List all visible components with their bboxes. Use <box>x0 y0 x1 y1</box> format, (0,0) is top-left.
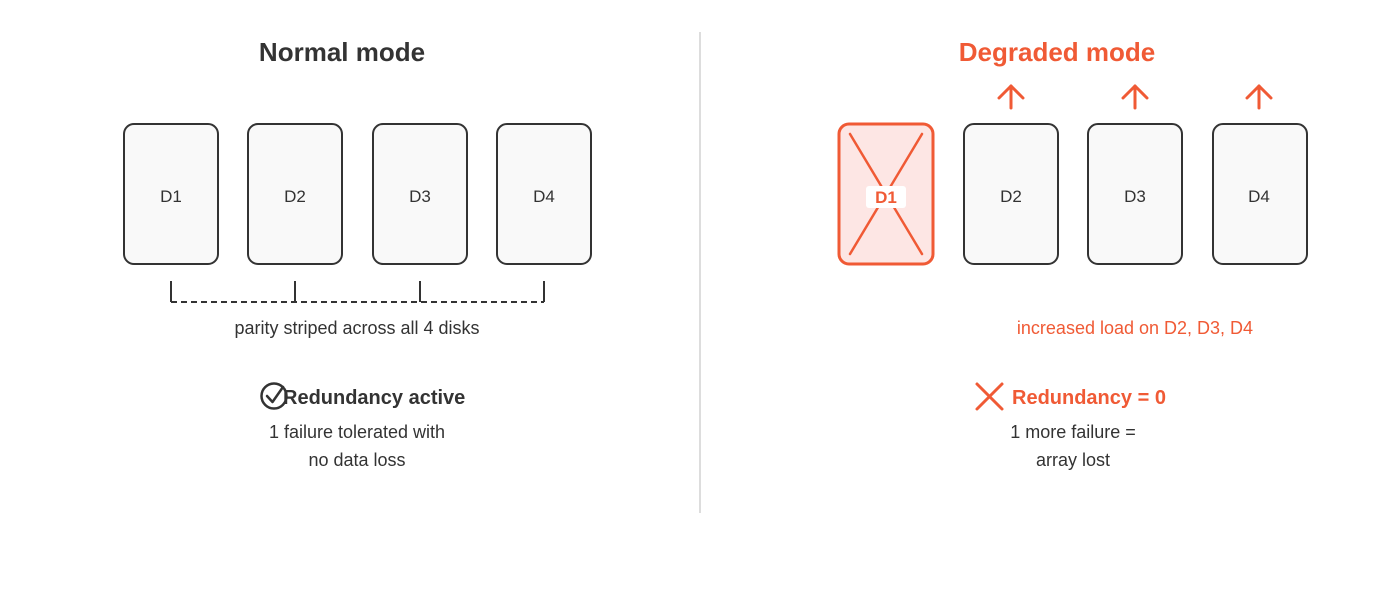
x-icon <box>975 382 1004 411</box>
load-caption: increased load on D2, D3, D4 <box>1017 318 1253 338</box>
normal-status-title: Redundancy active <box>283 387 465 409</box>
disk-label: D4 <box>1248 187 1270 206</box>
disk-body <box>247 123 343 265</box>
degraded-disk-d2: D2 <box>963 123 1059 265</box>
arrow-up-icon <box>1245 84 1273 110</box>
degraded-mode-title: Degraded mode <box>959 37 1156 67</box>
arrow-up-icon <box>997 84 1025 110</box>
normal-disk-d2: D2 <box>247 123 343 265</box>
disk-label: D2 <box>284 187 306 206</box>
degraded-disk-d1-failed: D1 <box>837 122 935 266</box>
disk-label: D4 <box>533 187 555 206</box>
disk-body <box>1212 123 1308 265</box>
disk-label: D2 <box>1000 187 1022 206</box>
normal-disk-d3: D3 <box>372 123 468 265</box>
normal-mode-panel: Normal mode D1 D2 D3 D4 parity striped a… <box>123 37 592 470</box>
degraded-mode-panel: Degraded mode D1 D2 D3 <box>837 37 1308 470</box>
normal-status-line-1: 1 failure tolerated with <box>269 422 445 442</box>
degraded-disk-d4: D4 <box>1212 123 1308 265</box>
disk-label: D1 <box>160 187 182 206</box>
check-circle-icon <box>260 382 288 410</box>
parity-caption: parity striped across all 4 disks <box>234 318 479 338</box>
disk-label: D3 <box>1124 187 1146 206</box>
disk-body <box>123 123 219 265</box>
degraded-status-title: Redundancy = 0 <box>1012 387 1166 409</box>
arrow-up-icon <box>1121 84 1149 110</box>
disk-label: D3 <box>409 187 431 206</box>
parity-bracket <box>170 281 545 303</box>
degraded-disk-d3: D3 <box>1087 123 1183 265</box>
disk-body <box>963 123 1059 265</box>
disk-body <box>372 123 468 265</box>
disk-label: D1 <box>875 188 897 207</box>
disk-body <box>1087 123 1183 265</box>
disk-body <box>496 123 592 265</box>
degraded-status-line-2: array lost <box>1036 450 1110 470</box>
normal-disk-d1: D1 <box>123 123 219 265</box>
degraded-status-line-1: 1 more failure = <box>1010 422 1136 442</box>
normal-disk-d4: D4 <box>496 123 592 265</box>
normal-status-line-2: no data loss <box>308 450 405 470</box>
normal-mode-title: Normal mode <box>259 37 425 67</box>
disk-label-background <box>866 186 906 208</box>
